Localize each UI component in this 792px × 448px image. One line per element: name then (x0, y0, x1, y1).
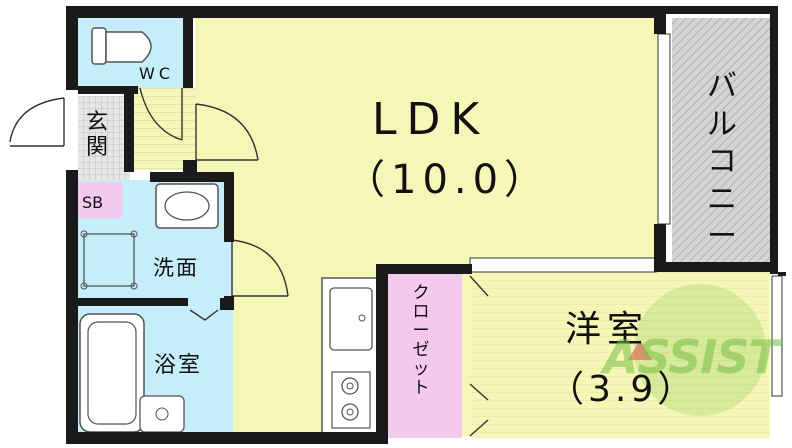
room-size-bedroom: （3.9） (548, 369, 698, 410)
toilet-bowl (105, 31, 152, 63)
door-swings (9, 87, 489, 437)
bath-sink (139, 395, 185, 433)
room-label-shoe-box: SB (82, 193, 104, 212)
room-label-closet: クローゼット (412, 283, 430, 399)
room-label-bedroom: 洋室 (565, 309, 650, 350)
room-label-bathroom: 浴室 (154, 353, 203, 378)
walls (66, 6, 786, 444)
room-label-wc: WC (139, 64, 174, 83)
toilet-tank (91, 27, 107, 65)
entrance-floor (78, 96, 130, 180)
sb-floor-2 (76, 182, 122, 218)
room-label-balcony: バルコニー (707, 69, 737, 254)
balcony-floor (672, 18, 776, 262)
watermark-circle (634, 284, 766, 416)
closet-floor (386, 272, 462, 438)
room-label-washroom: 洗面 (153, 256, 199, 280)
watermark-logo: ASSIST (603, 330, 780, 384)
room-size-ldk: （10.0） (345, 157, 551, 203)
room-label-entrance: 玄関 (85, 110, 108, 161)
washing-machine-space (83, 233, 135, 287)
sink (329, 287, 373, 351)
bedroom-floor (470, 272, 770, 438)
room-label-ldk: LDK (372, 94, 490, 145)
